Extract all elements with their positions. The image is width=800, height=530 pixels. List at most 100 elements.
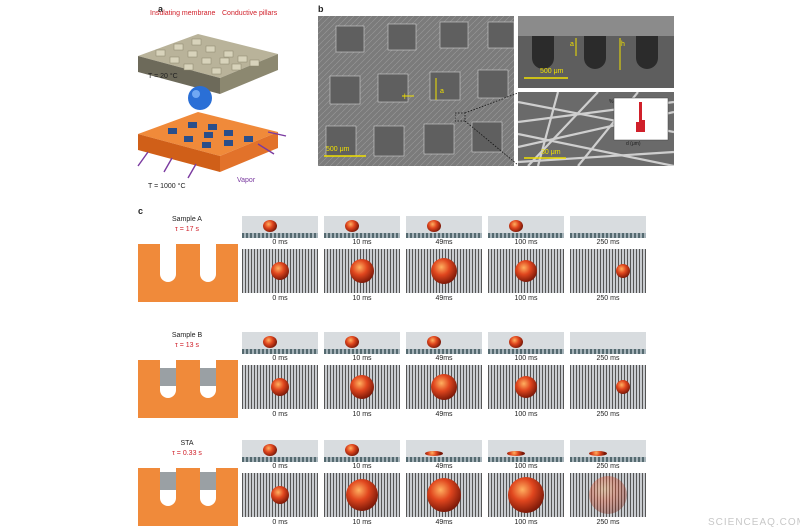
panel-a-label: a	[158, 4, 164, 14]
droplet-top	[515, 376, 537, 398]
time-label: 250 ms	[596, 295, 620, 302]
time-label: 49ms	[435, 519, 453, 526]
membrane-block-hot	[137, 112, 287, 179]
top-view-frame	[406, 249, 482, 293]
sample-title: STA	[180, 440, 194, 447]
time-label: 100 ms	[514, 519, 538, 526]
droplet-top	[350, 375, 374, 399]
sample-schematic	[138, 244, 238, 302]
droplet-side	[263, 220, 277, 232]
time-label: 250 ms	[596, 411, 620, 418]
dim-a-label: a	[440, 88, 444, 95]
hist-xlabel: d (μm)	[626, 141, 641, 147]
droplet-side	[263, 336, 277, 348]
top-view-frame	[570, 365, 646, 409]
droplet-top	[589, 476, 627, 514]
top-view-frame	[324, 365, 400, 409]
side-view-frame	[488, 332, 564, 354]
side-view-frame	[324, 440, 400, 462]
time-label: 250 ms	[596, 355, 620, 362]
top-view-frame	[324, 249, 400, 293]
droplet-icon	[188, 86, 212, 110]
zoom-connector	[455, 92, 519, 166]
panel-a-schematic	[137, 34, 287, 179]
side-view-frame	[488, 216, 564, 238]
time-label: 10 ms	[352, 519, 372, 526]
time-label: 250 ms	[596, 463, 620, 470]
droplet-side	[509, 336, 523, 348]
temp-low-label: T = 20 °C	[148, 73, 178, 80]
top-view-frame	[242, 473, 318, 517]
sem-pillar-array-image	[318, 16, 514, 166]
top-view-frame	[488, 365, 564, 409]
droplet-side	[345, 336, 359, 348]
time-label: 49ms	[435, 411, 453, 418]
top-view-frame	[488, 249, 564, 293]
droplet-top	[346, 479, 378, 511]
time-label: 0 ms	[272, 463, 288, 470]
top-view-frame	[406, 473, 482, 517]
time-label: 0 ms	[272, 519, 288, 526]
time-label: 49ms	[435, 239, 453, 246]
droplet-top	[431, 258, 457, 284]
side-view-frame	[242, 216, 318, 238]
droplet-side	[345, 444, 359, 456]
side-view-frame	[570, 440, 646, 462]
watermark: SCIENCEAQ.COM	[708, 517, 800, 528]
time-label: 100 ms	[514, 411, 538, 418]
dim-a-side-label: a	[570, 41, 574, 48]
droplet-top	[271, 262, 289, 280]
time-label: 100 ms	[514, 355, 538, 362]
time-label: 250 ms	[596, 519, 620, 526]
insulating-membrane-label: Insulating membrane	[150, 10, 216, 17]
droplet-side	[509, 220, 523, 232]
side-view-frame	[406, 440, 482, 462]
sample-tau: τ = 13 s	[175, 342, 199, 349]
side-view-frame	[488, 440, 564, 462]
droplet-side	[427, 336, 441, 348]
time-label: 0 ms	[272, 411, 288, 418]
dim-h-label: h	[621, 41, 625, 48]
droplet-side	[589, 451, 607, 456]
sample-schematic	[138, 360, 238, 418]
top-view-frame	[242, 365, 318, 409]
top-view-frame	[324, 473, 400, 517]
droplet-top	[616, 380, 631, 394]
dim-l-label: l	[404, 94, 406, 101]
temp-high-label: T = 1000 °C	[148, 183, 186, 190]
time-label: 0 ms	[272, 355, 288, 362]
time-label: 0 ms	[272, 295, 288, 302]
droplet-top	[350, 259, 374, 283]
droplet-side	[425, 451, 443, 456]
droplet-side	[263, 444, 277, 456]
sem-cross-section-image	[518, 16, 674, 88]
sample-tau: τ = 17 s	[175, 226, 199, 233]
droplet-top	[427, 478, 461, 512]
droplet-side	[345, 220, 359, 232]
side-view-frame	[406, 216, 482, 238]
membrane-block-cold	[138, 34, 278, 94]
panel-b-label: b	[318, 4, 324, 14]
hist-ylabel: %	[609, 99, 614, 105]
droplet-top	[271, 378, 289, 396]
droplet-side	[427, 220, 441, 232]
time-label: 49ms	[435, 355, 453, 362]
time-label: 250 ms	[596, 239, 620, 246]
side-view-frame	[242, 332, 318, 354]
sample-title: Sample B	[171, 332, 203, 339]
top-view-frame	[570, 473, 646, 517]
droplet-side	[507, 451, 525, 456]
time-label: 0 ms	[272, 239, 288, 246]
droplet-top	[271, 486, 289, 504]
conductive-pillars-label: Conductive pillars	[222, 10, 278, 17]
side-view-frame	[406, 332, 482, 354]
side-view-frame	[324, 216, 400, 238]
top-view-frame	[406, 365, 482, 409]
sem-fiber-image	[518, 92, 674, 166]
time-label: 100 ms	[514, 239, 538, 246]
droplet-top	[515, 260, 537, 282]
time-label: 10 ms	[352, 239, 372, 246]
top-view-frame	[488, 473, 564, 517]
scale-bar-side-label: 500 μm	[540, 68, 564, 75]
side-view-frame	[324, 332, 400, 354]
